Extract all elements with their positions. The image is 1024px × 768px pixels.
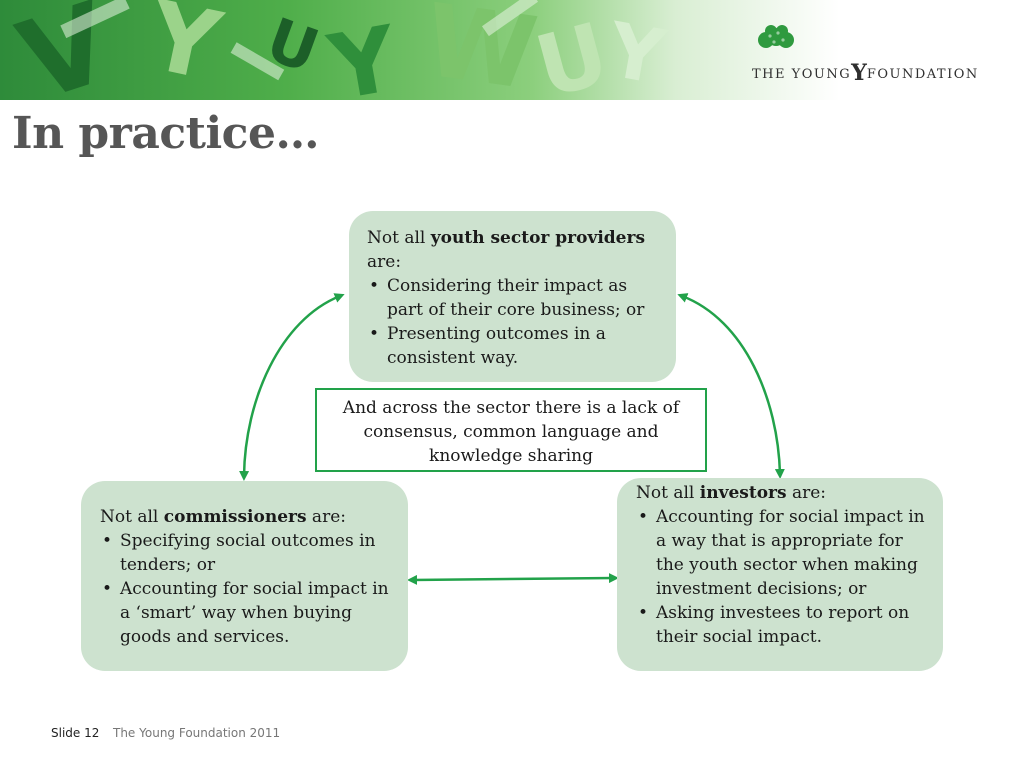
providers-bullet-list: Considering their impact as part of thei… [367,274,658,370]
youth-sector-providers-box: Not all youth sector providers are: Cons… [349,211,676,382]
footer-organization: The Young Foundation 2011 [113,726,281,740]
list-item: Accounting for social impact in a ‘smart… [100,577,390,649]
arrow-providers-investors [677,293,785,479]
list-item: Asking investees to report on their soci… [636,601,931,649]
commissioners-suffix: are: [306,507,346,527]
list-item: Presenting outcomes in a consistent way. [367,322,658,370]
tree-icon [758,25,794,48]
list-item: Specifying social outcomes in tenders; o… [100,529,390,577]
young-foundation-logo: THE YOUNGYFOUNDATION [752,24,979,86]
banner-letter: W [418,0,544,100]
consensus-box: And across the sector there is a lack of… [315,388,707,472]
investors-bullet-list: Accounting for social impact in a way th… [636,505,931,649]
logo-text-right: FOUNDATION [866,67,979,82]
slide-title: In practice… [12,108,319,159]
commissioners-prefix: Not all [100,507,164,527]
slide-number: Slide 12 [51,726,100,740]
commissioners-box: Not all commissioners are: Specifying so… [81,481,408,671]
header-banner: V Y U Y W U Y [0,0,1024,100]
providers-prefix: Not all [367,228,431,248]
investors-box: Not all investors are: Accounting for so… [617,478,943,671]
logo-letter: Y [851,60,867,86]
list-item: Accounting for social impact in a way th… [636,505,931,601]
list-item: Considering their impact as part of thei… [367,274,658,322]
investors-heading: Not all investors are: [636,481,931,505]
providers-suffix: are: [367,252,402,272]
arrow-providers-commissioners [239,293,345,481]
arrow-commissioners-investors [407,573,619,585]
commissioners-bold: commissioners [163,507,307,527]
investors-prefix: Not all [636,483,700,503]
providers-bold: youth sector providers [430,228,646,248]
logo-text-left: THE YOUNG [752,67,852,82]
providers-heading: Not all youth sector providers are: [367,226,658,274]
commissioners-bullet-list: Specifying social outcomes in tenders; o… [100,529,390,649]
banner-letters-graphic: V Y U Y W U Y [5,0,673,100]
investors-suffix: are: [786,483,827,503]
commissioners-heading: Not all commissioners are: [100,505,390,529]
investors-bold: investors [699,483,787,503]
